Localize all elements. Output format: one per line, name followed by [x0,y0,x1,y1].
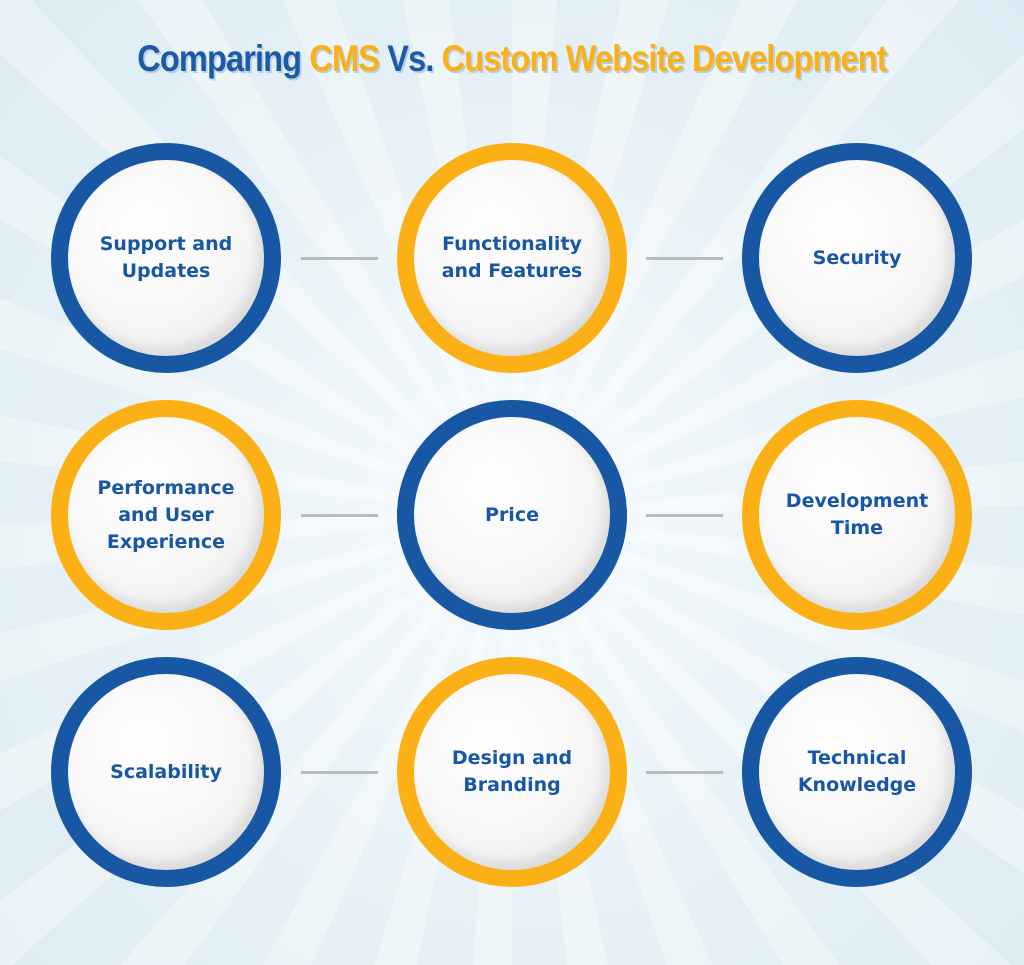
connector-line [301,771,378,774]
connector-line [646,257,723,260]
circle-label: Scalability [110,760,222,783]
circle-technical-knowledge: Technical Knowledge [742,657,972,887]
circle-label: Price [485,503,539,526]
circle-label: Functionality and Features [441,233,583,282]
connector-line [301,257,378,260]
title-custom: Custom Website Development [441,38,888,79]
circle-scalability: Scalability [51,657,281,887]
circle-price: Price [397,400,627,630]
circle-functionality-features: Functionality and Features [397,143,627,373]
circle-label: Technical Knowledge [797,747,917,796]
circle-label: Performance and User Experience [97,476,235,553]
circle-label: Support and Updates [99,233,233,282]
circle-label: Security [812,246,902,269]
title-cms: CMS [309,38,380,79]
circle-development-time: Development Time [742,400,972,630]
circle-design-branding: Design and Branding [397,657,627,887]
connector-line [646,514,723,517]
circle-label: Development Time [785,490,929,539]
circle-security: Security [742,143,972,373]
circle-label: Design and Branding [451,747,573,796]
circle-performance-ux: Performance and User Experience [51,400,281,630]
connector-line [301,514,378,517]
connector-line [646,771,723,774]
circle-support-updates: Support and Updates [51,143,281,373]
title-vs: Vs. [387,38,434,79]
page-title: Comparing CMS Vs. Custom Website Develop… [61,38,962,80]
title-comparing: Comparing [137,38,302,79]
